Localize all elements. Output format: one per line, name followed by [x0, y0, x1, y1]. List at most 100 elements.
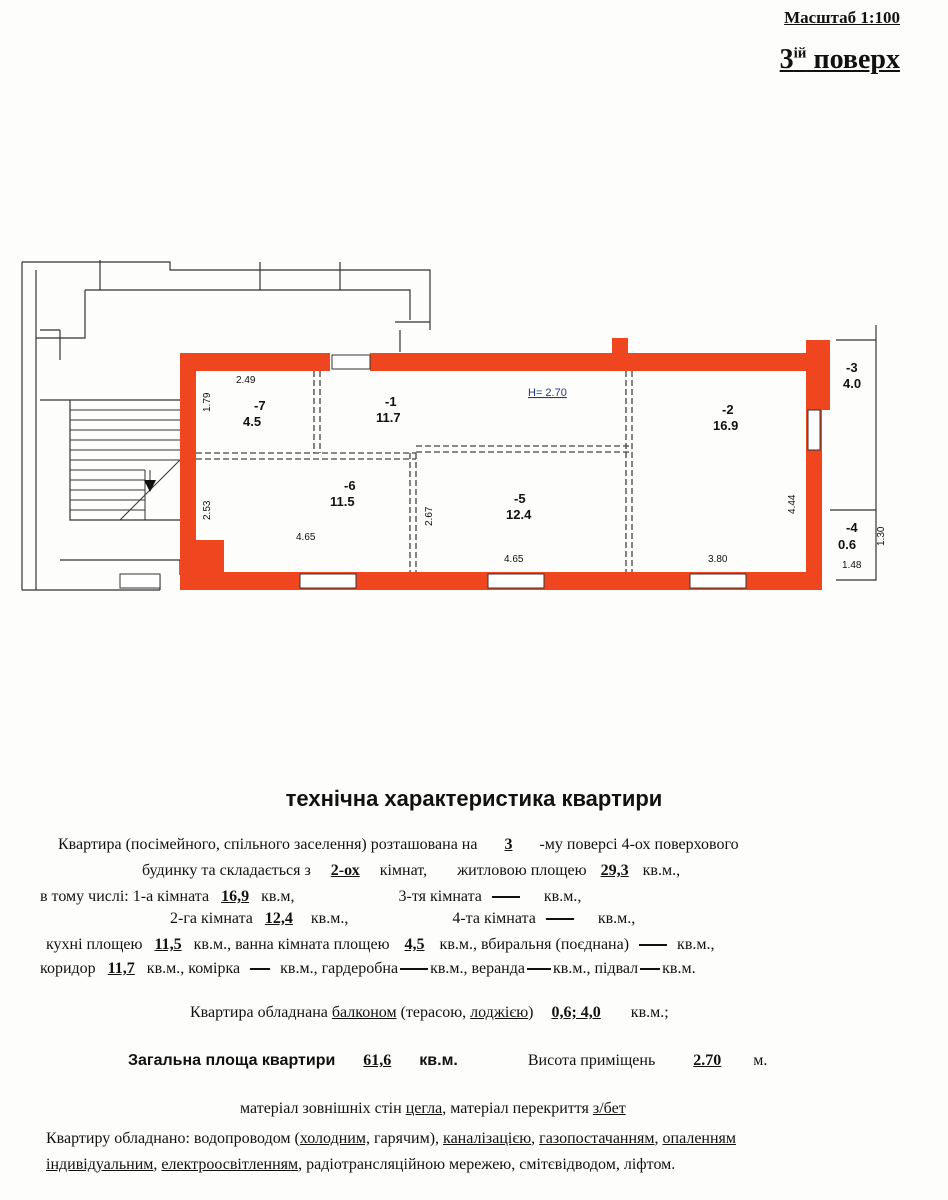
line-3: в тому числі: 1-а кімната 16,9 кв.м, 3-т…: [40, 888, 581, 906]
room2-area-value: 12,4: [264, 910, 293, 927]
line-2-text-c: житловою площею: [457, 862, 587, 879]
storeroom-area-dash: [250, 968, 271, 971]
total-area-value: 61,6: [363, 1052, 392, 1069]
line-10-text-b: гарячим),: [369, 1130, 444, 1147]
line-3-text-b: кв.м,: [261, 888, 295, 905]
line-6-text-e: кв.м., підвал: [552, 960, 639, 977]
line-3-text-c: 3-тя кімната: [398, 888, 482, 905]
gas-supply: газопостачанням: [539, 1130, 655, 1147]
line-9: матеріал зовнішніх стін цегла, матеріал …: [240, 1100, 626, 1118]
line-4-text-c: 4-та кімната: [452, 910, 536, 927]
line-7-text-d: кв.м.;: [630, 1004, 669, 1021]
floor-value: 3: [504, 836, 513, 853]
corridor-area-value: 11,7: [107, 960, 135, 977]
walls: [180, 338, 830, 590]
wardrobe-area-dash: [400, 968, 429, 971]
doc-title: технічна характеристика квартири: [285, 786, 663, 811]
room-1-number: -1: [385, 394, 397, 409]
room-height-unit: м.: [753, 1052, 768, 1069]
line-10: Квартиру обладнано: водопроводом (холодн…: [46, 1130, 736, 1148]
room-6-area: 11.5: [330, 494, 355, 509]
partitions: [196, 371, 633, 572]
line-11-text-b: , радіотрансляційною мережею, смітєвідво…: [298, 1156, 676, 1173]
floor-plan: -1 11.7 -2 16.9 -3 4.0 -4 0.6 -5 12.4 -6…: [21, 260, 887, 591]
room-6-number: -6: [344, 478, 356, 493]
line-7: Квартира обладнана балконом (терасою, ло…: [190, 1004, 669, 1022]
individual-heating: індивідуальним: [46, 1156, 154, 1173]
line-7-text-a: Квартира обладнана: [190, 1004, 328, 1021]
line-9-text-b: , матеріал перекриття: [442, 1100, 589, 1117]
line-2-text-a: будинку та складається з: [142, 862, 311, 879]
total-area-label: Загальна площа квартири: [128, 1052, 336, 1069]
dim-380: 3.80: [708, 554, 728, 565]
room-4-area: 0.6: [838, 537, 856, 552]
room-3-area: 4.0: [843, 376, 861, 391]
room-2-number: -2: [722, 402, 734, 417]
dim-249: 2.49: [236, 375, 256, 386]
floor-suffix: ій: [793, 45, 807, 62]
line-2: будинку та складається з 2-ох кімнат, жи…: [142, 862, 680, 880]
dim-148: 1.48: [842, 560, 862, 571]
line-10-text-c: ,: [531, 1130, 540, 1147]
ceiling-material: з/бет: [592, 1100, 626, 1117]
line-6-text-f: кв.м.: [662, 960, 696, 977]
balcony-area-value: 0,6; 4,0: [551, 1004, 601, 1021]
building-outline: [21, 260, 877, 591]
line-1: Квартира (посімейного, спільного заселен…: [58, 836, 739, 854]
windows: [119, 354, 821, 589]
room-2-area: 16.9: [713, 418, 738, 433]
line-7-text-b: (терасою,: [400, 1004, 467, 1021]
line-3-text-d: кв.м.,: [543, 888, 582, 905]
electric-lighting: електроосвітленням: [161, 1156, 299, 1173]
toilet-area-dash: [639, 944, 668, 947]
line-5-text-c: кв.м., вбиральня (поєднана): [439, 936, 630, 953]
wall-material: цегла: [405, 1100, 443, 1117]
line-6-text-b: кв.м., комірка: [146, 960, 241, 977]
bathroom-area-value: 4,5: [404, 936, 425, 953]
stair-arrow-icon: [144, 480, 156, 492]
line-4-text-a: 2-га кімната: [170, 910, 253, 927]
room1-area-value: 16,9: [221, 888, 250, 905]
line-11-text-a: ,: [153, 1156, 162, 1173]
line-6-text-a: коридор: [40, 960, 96, 977]
balcony-label: балконом: [331, 1004, 397, 1021]
kitchen-area-value: 11,5: [154, 936, 182, 953]
dim-267: 2.67: [424, 506, 435, 526]
basement-area-dash: [640, 968, 661, 971]
cold-water: холодним,: [299, 1130, 370, 1147]
ceiling-height-label: H= 2.70: [528, 387, 567, 399]
room-5-number: -5: [514, 491, 526, 506]
line-2-text-d: кв.м.,: [642, 862, 681, 879]
heating: опаленням: [662, 1130, 737, 1147]
floor-label: 3ій поверх: [780, 44, 900, 76]
line-10-text-d: ,: [654, 1130, 663, 1147]
room-7-number: -7: [254, 398, 266, 413]
dim-444: 4.44: [787, 494, 798, 514]
room-height-label: Висота приміщень: [527, 1052, 656, 1069]
line-2-text-b: кімнат,: [379, 862, 428, 879]
dim-465a: 4.65: [296, 532, 316, 543]
dimension-labels: 2.49 1.79 2.53 2.67 4.65 4.65 3.80 4.44 …: [202, 375, 887, 571]
line-6: коридор 11,7 кв.м., комірка кв.м., гарде…: [40, 960, 696, 978]
floor-word: поверх: [813, 44, 900, 75]
loggia-label: лоджією: [470, 1004, 529, 1021]
scale-label: Масштаб 1:100: [784, 8, 900, 27]
line-9-text-a: матеріал зовнішніх стін: [240, 1100, 402, 1117]
room4-area-dash: [545, 918, 574, 921]
room-1-area: 11.7: [376, 410, 401, 425]
line-5-text-b: кв.м., ванна кімната площею: [193, 936, 390, 953]
dim-253: 2.53: [202, 500, 213, 520]
room-count-value: 2-ох: [330, 862, 360, 879]
line-1-text-a: Квартира (посімейного, спільного заселен…: [58, 836, 478, 853]
dim-465b: 4.65: [504, 554, 524, 565]
line-7-text-c: ): [528, 1004, 534, 1021]
total-area-unit: кв.м.: [419, 1052, 458, 1069]
room-labels: -1 11.7 -2 16.9 -3 4.0 -4 0.6 -5 12.4 -6…: [243, 360, 861, 552]
room-5-area: 12.4: [506, 507, 532, 522]
line-5-text-a: кухні площею: [46, 936, 143, 953]
room-3-number: -3: [846, 360, 858, 375]
line-4-text-b: кв.м.,: [310, 910, 349, 927]
room3-area-dash: [491, 896, 520, 899]
line-4-text-d: кв.м.,: [597, 910, 636, 927]
floor-number: 3: [779, 44, 794, 75]
